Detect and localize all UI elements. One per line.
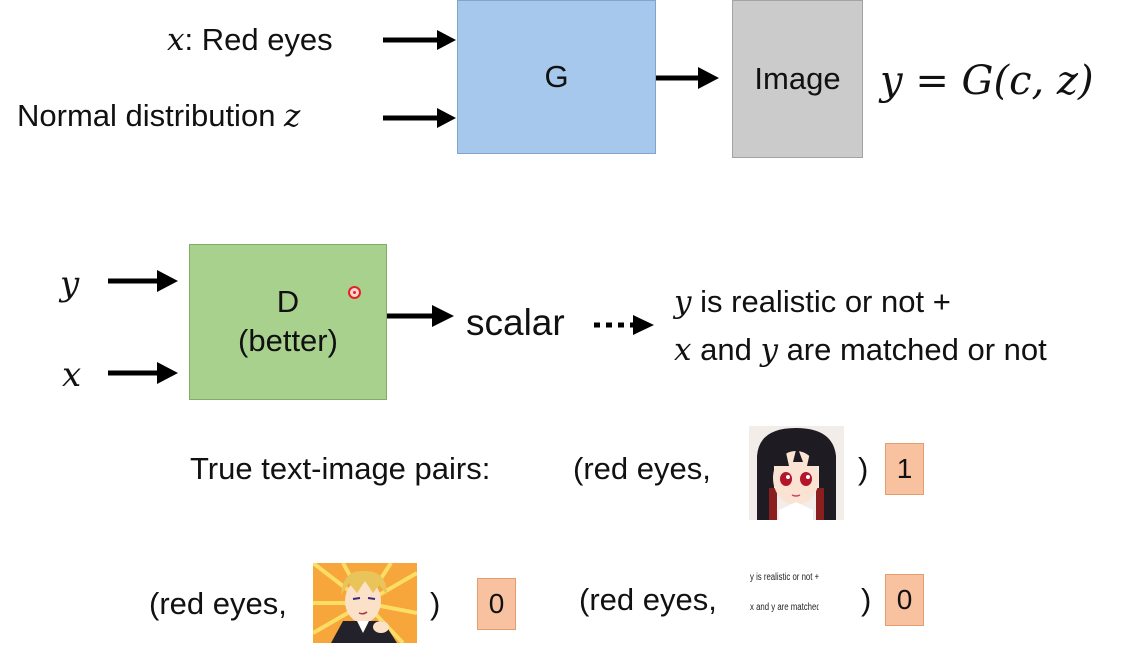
- fake-pair-1-score-value: 0: [488, 588, 505, 619]
- tiny-image-line-1: y is realistic or not +: [750, 572, 819, 583]
- scalar-label: scalar: [466, 302, 565, 343]
- explanation-x-variable: x: [674, 332, 692, 368]
- discriminator-label: D: [276, 284, 300, 320]
- true-pair-score-value: 1: [896, 453, 913, 484]
- input-x-label: x: Red eyes: [167, 24, 333, 56]
- fake-pair-1-close: ): [430, 586, 441, 621]
- d-input-y: y: [60, 264, 80, 304]
- arrow-x-to-g: [383, 30, 456, 50]
- d-input-x: x: [62, 355, 82, 395]
- explanation-and-text: and: [691, 332, 761, 367]
- true-pairs-label: True text-image pairs:: [190, 451, 491, 486]
- true-pair-text: (red eyes,: [573, 451, 711, 486]
- generator-box: G: [457, 0, 656, 154]
- fake-pair-2-close: ): [861, 582, 872, 617]
- pointer-cursor: [348, 286, 361, 299]
- red-eyes-text: : Red eyes: [184, 22, 333, 57]
- fake-pair-2-score-value: 0: [896, 584, 913, 615]
- red-eyes-anime-girl-image: [749, 426, 844, 520]
- arrow-x-to-d: [108, 362, 178, 384]
- tiny-image-line-2: x and y are matched or not: [750, 602, 819, 613]
- image-output-label: Image: [754, 61, 841, 96]
- explanation-y-variable-2: y: [760, 332, 778, 368]
- explanation-line-2: x and y are matched or not: [674, 334, 1047, 366]
- generator-equation: y = G(c, z): [880, 58, 1094, 104]
- arrow-g-to-image: [655, 67, 719, 89]
- arrow-y-to-d: [108, 270, 178, 292]
- generator-label: G: [544, 59, 569, 94]
- explanation-line-1: y is realistic or not +: [674, 286, 951, 318]
- fake-pair-1-score: 0: [477, 578, 516, 630]
- image-output-box: Image: [732, 0, 863, 158]
- arrow-d-to-scalar: [386, 305, 454, 327]
- true-pair-score: 1: [885, 443, 924, 495]
- fake-pair-2-text: (red eyes,: [579, 582, 717, 617]
- fake-pair-1-text: (red eyes,: [149, 586, 287, 621]
- discriminator-sublabel: (better): [238, 323, 338, 358]
- explanation-line-1-text: is realistic or not +: [691, 284, 951, 319]
- x-variable: x: [167, 22, 185, 58]
- text-as-image-thumbnail: y is realistic or not + x and y are matc…: [750, 570, 819, 624]
- z-variable: z: [284, 98, 301, 134]
- fake-pair-2-score: 0: [885, 574, 924, 626]
- discriminator-box: D (better): [189, 244, 387, 400]
- dotted-arrow-scalar-to-explanation: [594, 315, 654, 335]
- anime-boy-image: [313, 563, 417, 643]
- input-z-label: Normal distribution z: [17, 100, 300, 132]
- true-pair-close: ): [858, 451, 869, 486]
- arrow-z-to-g: [383, 108, 456, 128]
- normal-distribution-text: Normal distribution: [17, 98, 285, 133]
- explanation-y-variable: y: [674, 284, 692, 320]
- explanation-line-2-text: are matched or not: [777, 332, 1047, 367]
